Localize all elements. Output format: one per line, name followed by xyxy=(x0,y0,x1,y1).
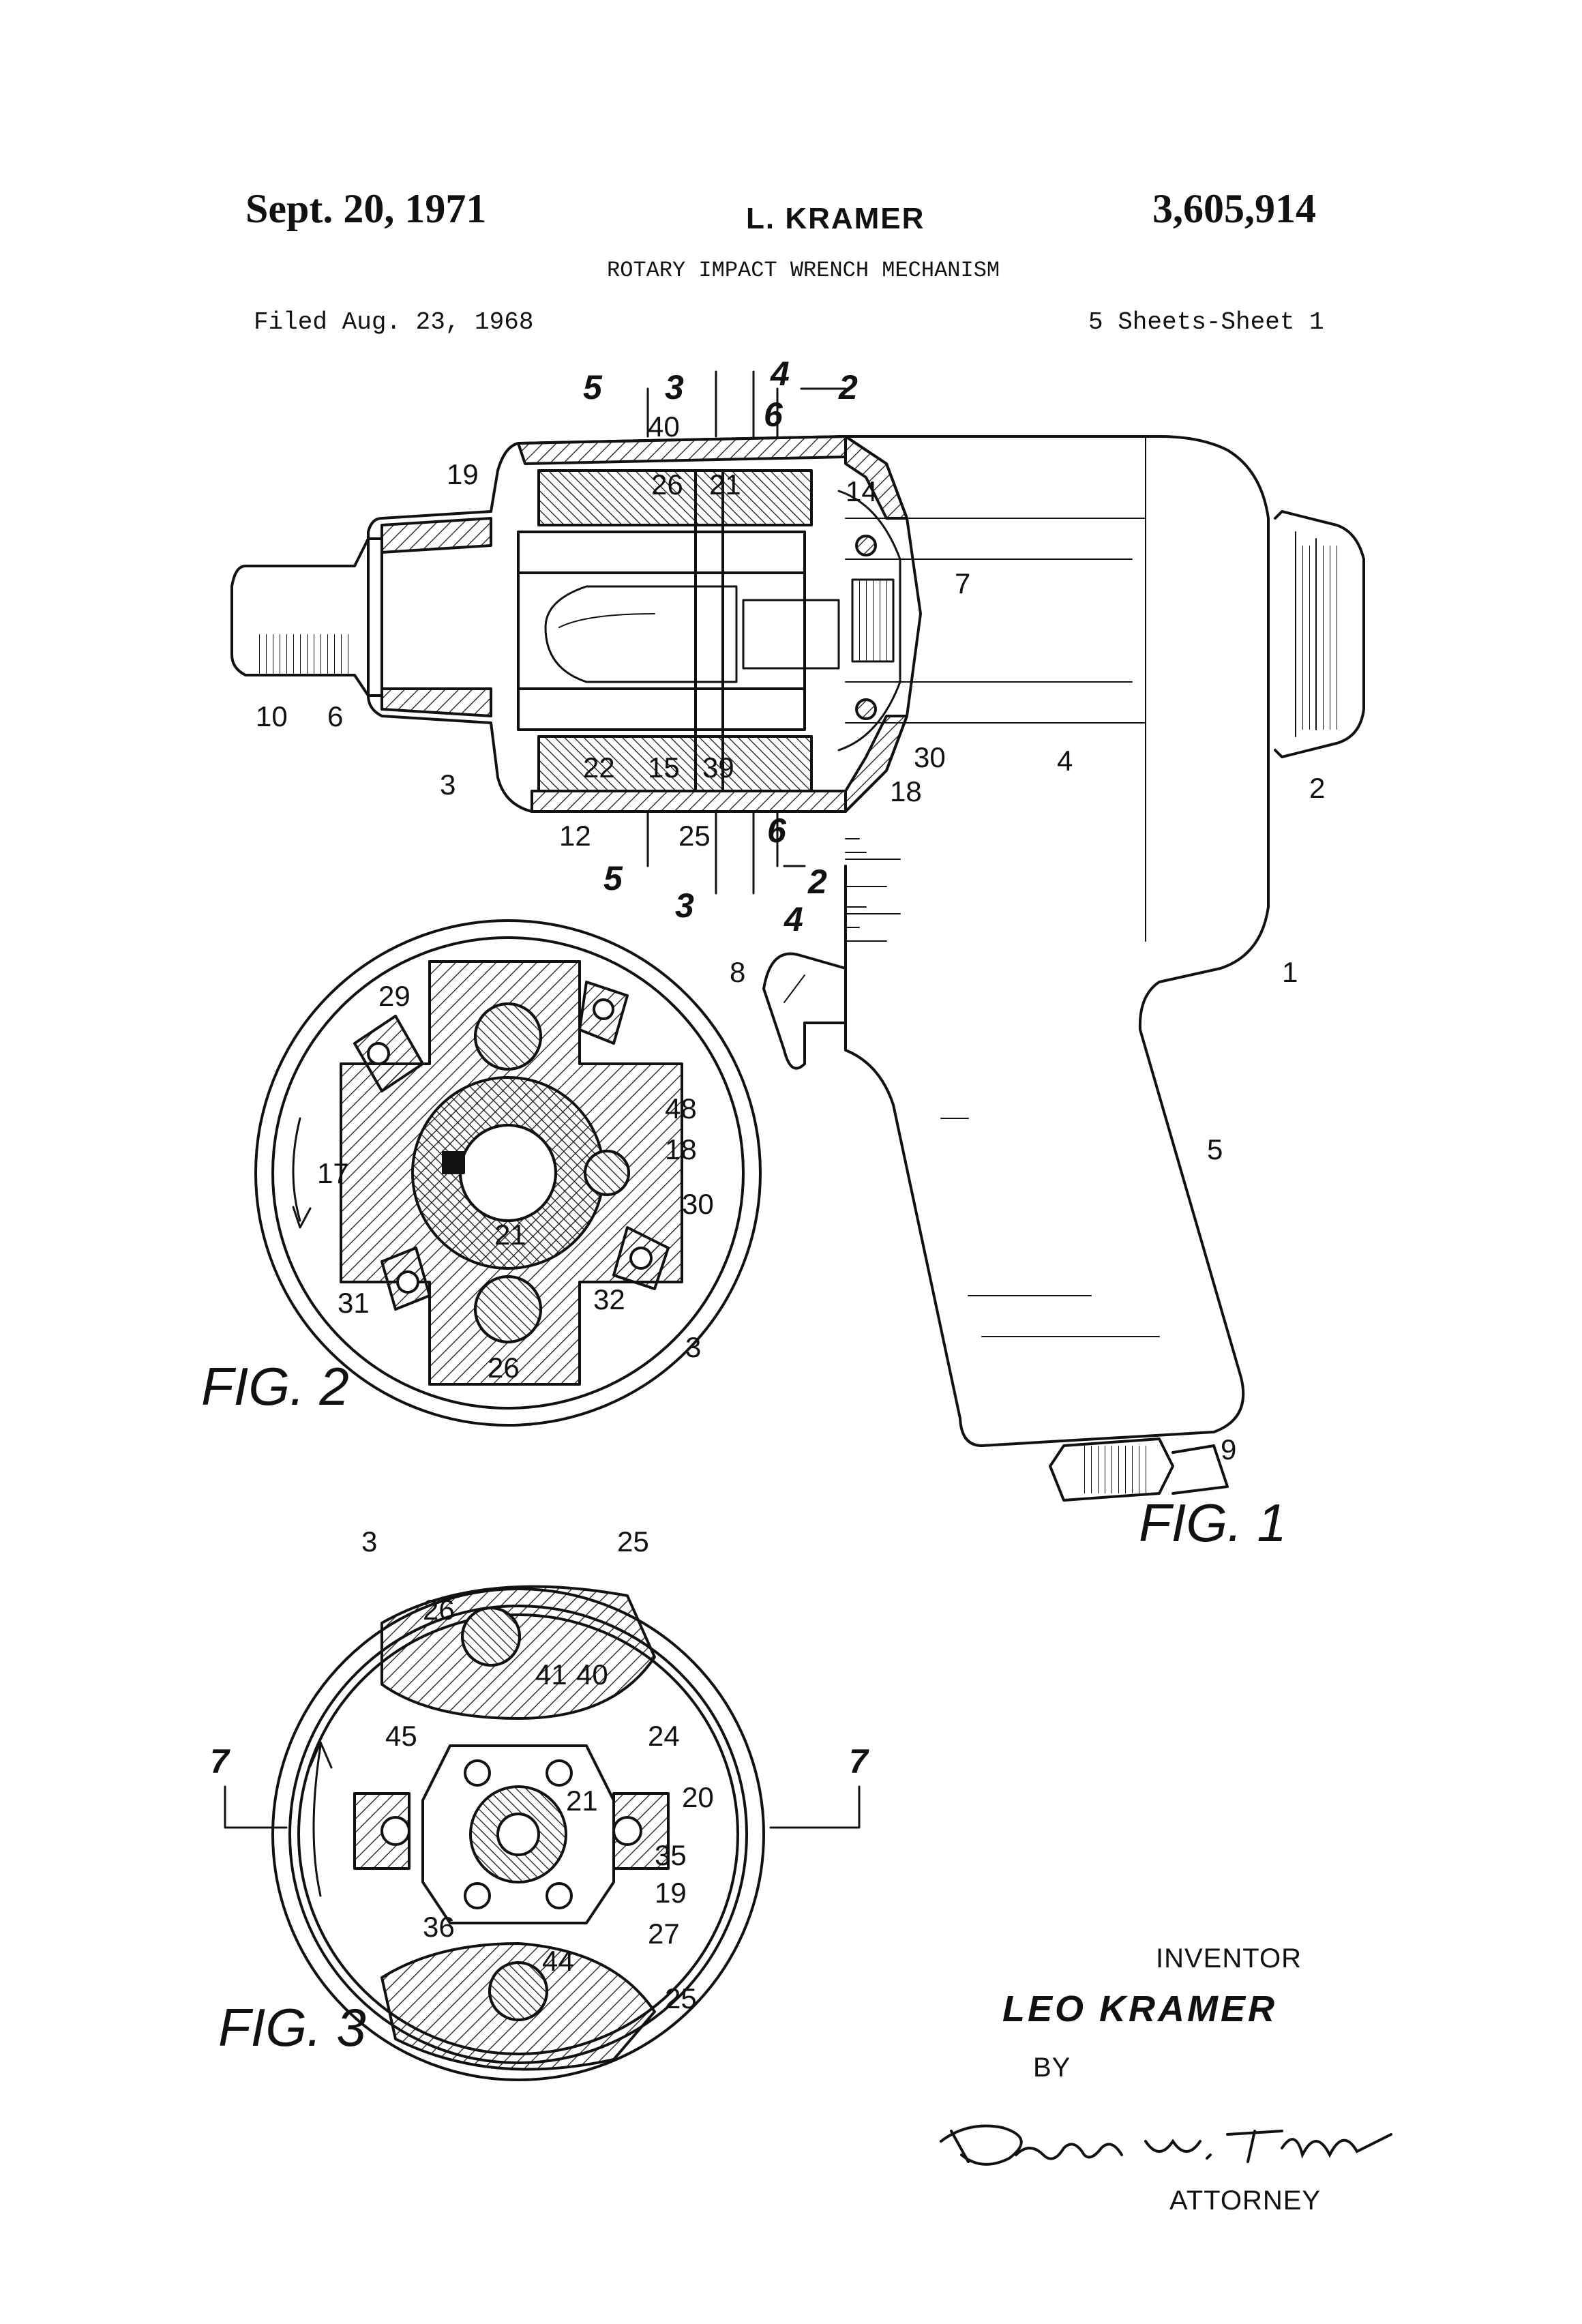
fig1-label: 19 xyxy=(447,458,479,490)
fig1-label: 25 xyxy=(678,820,711,852)
fig1-caption: FIG. 1 xyxy=(1139,1493,1287,1553)
fig1-label: 5 xyxy=(1207,1133,1223,1165)
fig2-label: 17 xyxy=(317,1157,349,1189)
fig1-label: 8 xyxy=(730,956,745,988)
fig1-label: 4 xyxy=(1057,745,1073,777)
fig2-label: 3 xyxy=(685,1331,701,1363)
fig1-label: 10 xyxy=(256,700,288,732)
section-marker: 5 xyxy=(583,368,603,406)
inventor-name: LEO KRAMER xyxy=(1002,1988,1277,2030)
section-marker: 4 xyxy=(783,900,803,938)
fig1-label: 30 xyxy=(914,741,946,773)
section-marker: 4 xyxy=(770,355,790,393)
fig3-label: 21 xyxy=(566,1785,598,1817)
fig2-caption: FIG. 2 xyxy=(201,1356,349,1416)
attorney-signature xyxy=(941,2126,1391,2164)
fig1-label: 2 xyxy=(1309,772,1325,804)
fig3-label: 26 xyxy=(423,1594,455,1626)
fig3-label: 3 xyxy=(361,1525,377,1558)
section-marker: 6 xyxy=(764,396,783,434)
fig3-label: 36 xyxy=(423,1911,455,1943)
fig1-label: 3 xyxy=(440,769,456,801)
section-marker: 5 xyxy=(603,859,623,897)
fig1-label: 18 xyxy=(890,775,922,807)
fig2-label: 32 xyxy=(593,1283,625,1315)
fig2-label: 30 xyxy=(682,1188,714,1220)
fig3-label: 25 xyxy=(617,1525,649,1558)
fig1-label: 12 xyxy=(559,820,591,852)
attorney-label: ATTORNEY xyxy=(1169,2186,1321,2216)
fig1-label: 26 xyxy=(651,468,683,501)
fig2-label: 26 xyxy=(488,1352,520,1384)
section-marker: 7 xyxy=(210,1742,230,1781)
section-marker: 3 xyxy=(665,368,684,406)
fig2-label: 21 xyxy=(494,1219,526,1251)
fig1-label: 9 xyxy=(1221,1433,1236,1465)
fig2-label: 29 xyxy=(378,980,411,1012)
section-marker: 2 xyxy=(838,368,858,406)
fig1-label: 14 xyxy=(846,475,878,507)
fig2-label: 48 xyxy=(665,1092,697,1124)
fig1-label: 7 xyxy=(955,567,970,599)
fig3-label: 35 xyxy=(655,1839,687,1871)
fig1-label: 40 xyxy=(648,411,680,443)
inventor-label: INVENTOR xyxy=(1156,1943,1302,1974)
section-marker: 6 xyxy=(767,811,787,850)
by-label: BY xyxy=(1033,2053,1071,2083)
fig1-label: 1 xyxy=(1282,956,1298,988)
fig3-caption: FIG. 3 xyxy=(218,1997,366,2057)
fig1-label: 15 xyxy=(648,751,680,784)
fig1-label: 22 xyxy=(583,751,615,784)
fig2-label: 31 xyxy=(338,1287,370,1319)
fig1-drawing xyxy=(232,436,1364,1500)
fig1-label: 39 xyxy=(702,751,734,784)
fig3-label: 44 xyxy=(542,1945,574,1977)
section-marker: 7 xyxy=(849,1742,869,1781)
fig3-label: 27 xyxy=(648,1918,680,1950)
fig1-label: 6 xyxy=(327,700,343,732)
section-marker: 2 xyxy=(807,863,827,901)
fig2-label: 18 xyxy=(665,1133,697,1165)
fig1-label: 21 xyxy=(709,468,741,501)
fig3-label: 25 xyxy=(665,1982,697,2014)
fig3-label: 41 xyxy=(535,1658,567,1690)
section-marker: 3 xyxy=(675,887,694,925)
fig3-label: 45 xyxy=(385,1720,417,1752)
fig3-label: 20 xyxy=(682,1781,714,1813)
fig3-label: 24 xyxy=(648,1720,680,1752)
fig3-label: 40 xyxy=(576,1658,608,1690)
fig3-label: 19 xyxy=(655,1877,687,1909)
